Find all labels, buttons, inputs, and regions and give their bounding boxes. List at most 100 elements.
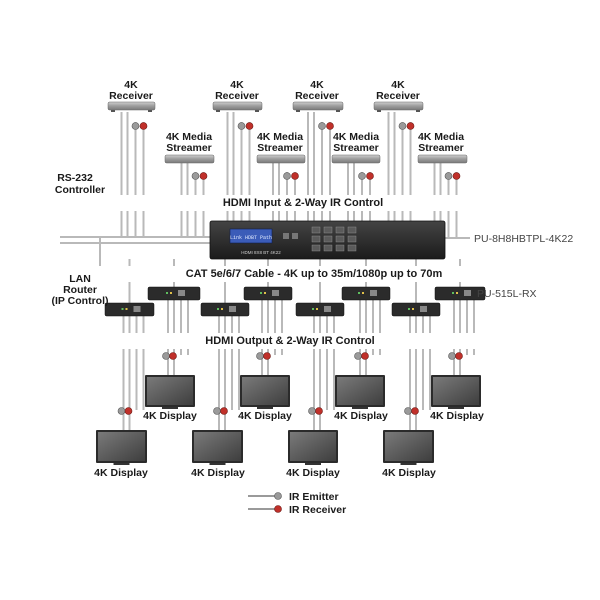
display-label-6: 4K Display xyxy=(191,467,245,479)
ir-emitter-icon xyxy=(444,172,453,180)
rs232-label-top: RS-232 xyxy=(57,172,93,184)
tv-monitor-icon xyxy=(431,375,481,409)
receiver-label-top: 4K xyxy=(230,79,244,91)
streamer-label-top: 4K Media xyxy=(418,131,464,143)
display-label-1: 4K Display xyxy=(143,410,197,422)
ir-receiver-icon xyxy=(411,407,419,415)
front-panel-text: HDMI 8X8 BT 4K22 xyxy=(241,250,281,255)
display-label-4: 4K Display xyxy=(430,410,484,422)
ir-receiver-icon xyxy=(326,122,334,130)
receiver-label-bottom: Receiver xyxy=(109,90,153,102)
legend-ir-receiver: IR Receiver xyxy=(289,504,346,516)
tv-monitor-icon xyxy=(383,430,434,465)
ir-receiver-icon xyxy=(366,172,374,180)
tv-screen xyxy=(147,377,193,405)
ir-receiver-icon xyxy=(455,352,463,360)
tv-monitor-icon xyxy=(335,375,385,409)
ir-emitter-icon xyxy=(191,172,200,180)
legend: IR Emitter IR Receiver xyxy=(248,491,346,516)
streamer-label-bottom: Streamer xyxy=(166,142,212,154)
receiver-label-4: 4K Receiver xyxy=(376,79,420,102)
matrix-button xyxy=(311,235,321,243)
display-label-7: 4K Display xyxy=(286,467,340,479)
matrix-button xyxy=(335,235,345,243)
hdbaset-receiver-icon xyxy=(391,302,441,317)
streamer-label-top: 4K Media xyxy=(166,131,212,143)
hdbaset-receiver-icon xyxy=(200,302,250,317)
hdbaset-receiver-icon xyxy=(104,302,155,317)
ir-receiver-icon xyxy=(452,172,461,180)
ir-receiver-icon xyxy=(263,352,271,360)
receiver-label-top: 4K xyxy=(310,79,324,91)
streamer-label-2: 4K Media Streamer xyxy=(257,131,303,154)
receiver-label-top: 4K xyxy=(124,79,138,91)
ir-receiver-icon xyxy=(169,352,177,360)
set-top-box-icon xyxy=(107,101,156,112)
ir-receiver-icon xyxy=(315,407,323,415)
ir-receiver-icon xyxy=(139,122,148,130)
hdbaset-receiver-icon xyxy=(434,286,486,301)
media-streamer-icon xyxy=(417,154,468,164)
receiver-label-bottom: Receiver xyxy=(376,90,420,102)
set-top-box-icon xyxy=(373,101,424,112)
hdbaset-receiver-icon xyxy=(147,286,201,301)
ir-emitter-icon xyxy=(256,352,264,360)
matrix-button xyxy=(347,244,357,252)
matrix-button xyxy=(347,235,357,243)
ir-receiver-icon xyxy=(199,172,208,180)
matrix-button xyxy=(311,244,321,252)
ir-receiver-icon xyxy=(124,407,133,415)
hdmi-input-label: HDMI Input & 2-Way IR Control xyxy=(223,197,383,209)
ir-receiver-icon xyxy=(245,122,254,130)
lan-label-3: (IP Control) xyxy=(52,295,109,307)
hdbaset-receiver-icon xyxy=(295,302,345,317)
streamer-label-bottom: Streamer xyxy=(418,142,464,154)
ir-emitter-icon xyxy=(283,172,291,180)
media-streamer-icon xyxy=(331,154,381,164)
ir-receiver-icon xyxy=(220,407,228,415)
streamer-label-bottom: Streamer xyxy=(333,142,379,154)
receiver-label-bottom: Receiver xyxy=(295,90,339,102)
set-top-box-icon xyxy=(212,101,263,112)
tv-monitor-icon xyxy=(96,430,147,465)
tv-screen xyxy=(385,432,432,461)
rs232-label-bottom: Controller xyxy=(55,184,105,196)
lcd-text: Link HDBT Path xyxy=(230,235,272,241)
streamer-label-bottom: Streamer xyxy=(257,142,303,154)
ir-emitter-icon xyxy=(448,352,456,360)
hdbaset-receiver-icon xyxy=(243,286,293,301)
tv-screen xyxy=(242,377,288,405)
matrix-button xyxy=(323,226,333,234)
matrix-button xyxy=(335,244,345,252)
media-streamer-icon xyxy=(164,154,215,164)
tv-monitor-icon xyxy=(288,430,338,465)
ir-emitter-icon xyxy=(354,352,362,360)
media-streamer-icon xyxy=(256,154,306,164)
ir-emitter-icon xyxy=(274,492,282,500)
ir-emitter-icon xyxy=(318,122,326,130)
tv-monitor-icon xyxy=(192,430,243,465)
display-label-2: 4K Display xyxy=(238,410,292,422)
ir-receiver-icon xyxy=(274,505,282,513)
tv-screen xyxy=(290,432,336,461)
receiver-label-top: 4K xyxy=(391,79,405,91)
hdmi-output-label: HDMI Output & 2-Way IR Control xyxy=(205,335,374,347)
ir-emitter-icon xyxy=(131,122,140,130)
matrix-button xyxy=(323,244,333,252)
ir-emitter-icon xyxy=(308,407,316,415)
display-label-5: 4K Display xyxy=(94,467,148,479)
ir-emitter-icon xyxy=(213,407,221,415)
tv-screen xyxy=(194,432,241,461)
matrix-button xyxy=(323,235,333,243)
tv-screen xyxy=(433,377,479,405)
streamer-label-top: 4K Media xyxy=(333,131,379,143)
cat-cable-label: CAT 5e/6/7 Cable - 4K up to 35m/1080p up… xyxy=(186,268,443,280)
display-label-3: 4K Display xyxy=(334,410,388,422)
ir-receiver-icon xyxy=(406,122,415,130)
lan-label-1: LAN xyxy=(69,273,91,285)
hdbaset-receiver-icon xyxy=(341,286,391,301)
set-top-box-icon xyxy=(292,101,344,112)
